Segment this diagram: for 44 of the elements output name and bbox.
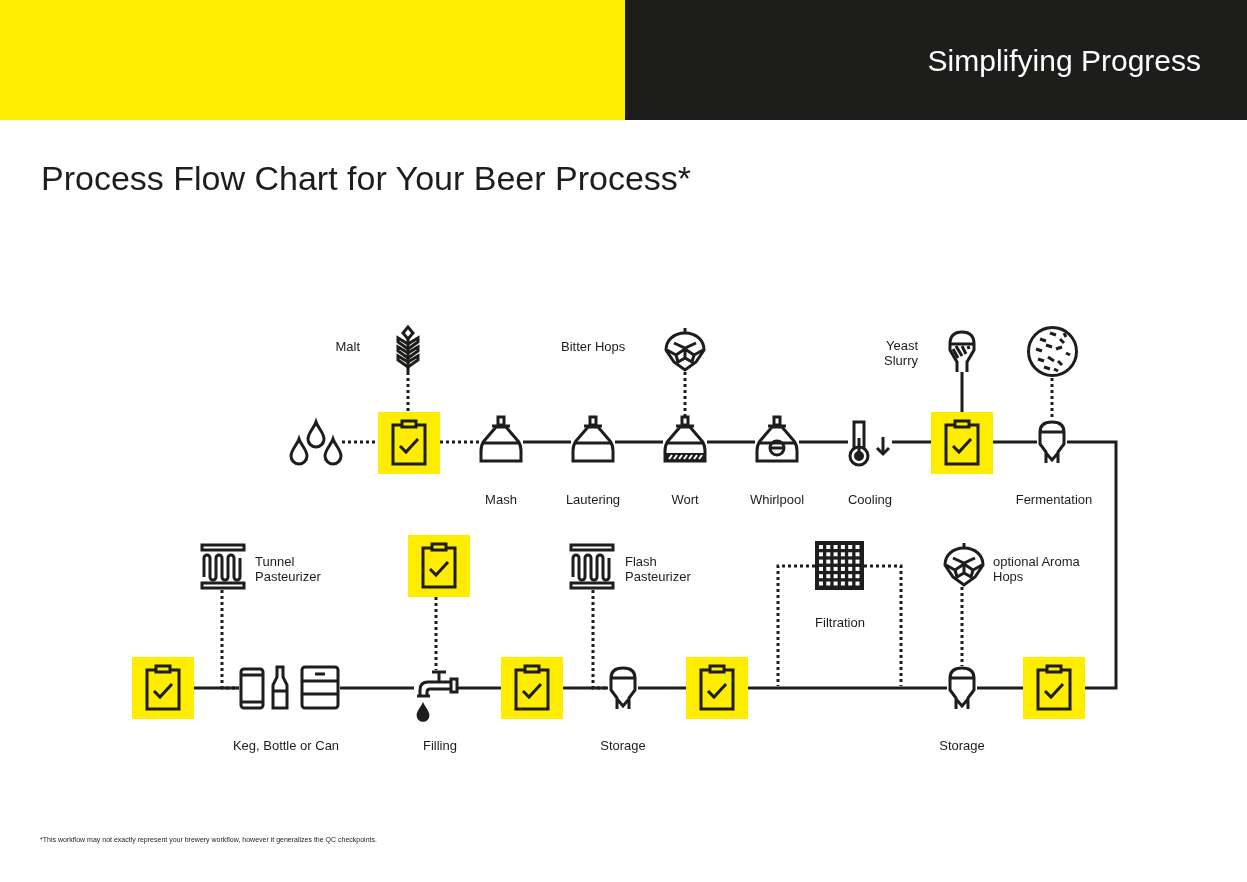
step-label: Filling: [422, 738, 458, 753]
step-label: optional Aroma Hops: [993, 554, 1081, 584]
process-line: [977, 686, 1023, 690]
process-line: [892, 440, 931, 444]
step-label: Whirlpool: [748, 492, 806, 507]
step-label: Mash: [484, 492, 518, 507]
dotted-connector: [960, 587, 964, 666]
step-label: Malt: [334, 339, 360, 354]
dotted-connector: [440, 440, 479, 444]
process-line: [563, 686, 608, 690]
step-label: Lautering: [564, 492, 622, 507]
process-line: [523, 440, 571, 444]
step-label: Storage: [938, 738, 986, 753]
dotted-connector: [683, 372, 687, 416]
dotted-connector: [342, 440, 378, 444]
page-title: Process Flow Chart for Your Beer Process*: [41, 158, 692, 198]
step-label: Keg, Bottle or Can: [231, 738, 341, 753]
dotted-connector: [864, 564, 903, 686]
process-line: [799, 440, 848, 444]
step-label: Storage: [599, 738, 647, 753]
step-label: Yeast Slurry: [883, 338, 918, 368]
step-label: Cooling: [846, 492, 894, 507]
process-line: [993, 440, 1037, 444]
process-line: [707, 440, 755, 444]
process-line: [638, 686, 686, 690]
dotted-connector: [776, 564, 815, 686]
process-line: [615, 440, 663, 444]
step-label: Flash Pasteurizer: [625, 554, 692, 584]
step-label: Wort: [670, 492, 700, 507]
dotted-connector: [1050, 378, 1054, 420]
process-line: [340, 686, 414, 690]
process-line: [194, 686, 239, 690]
header-slogan: Simplifying Progress: [927, 43, 1201, 79]
step-label: Bitter Hops: [561, 339, 627, 354]
step-label: Fermentation: [1014, 492, 1094, 507]
process-line: [960, 372, 964, 412]
dotted-connector: [406, 372, 410, 412]
dotted-connector: [434, 597, 438, 670]
step-label: Tunnel Pasteurizer: [255, 554, 322, 584]
process-line: [748, 686, 947, 690]
process-line: [458, 686, 501, 690]
step-label: Filtration: [814, 615, 866, 630]
dotted-connector: [591, 590, 608, 690]
process-line: [1067, 440, 1118, 690]
